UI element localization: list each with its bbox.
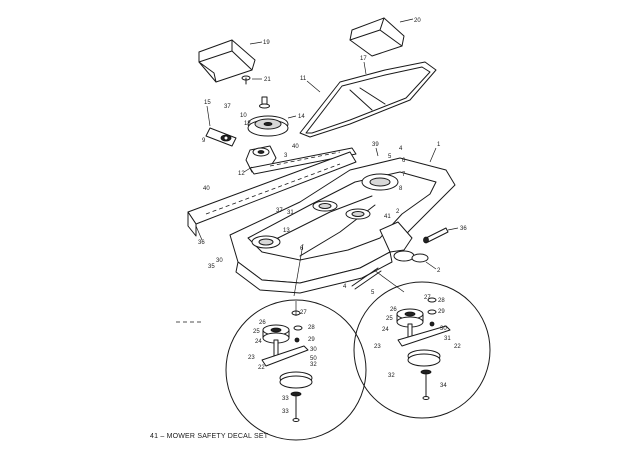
callout-r31: 31 [444,336,451,342]
callout-40: 40 [292,144,299,150]
callout-41: 41 [384,214,391,220]
callout-5: 5 [388,154,392,160]
callout-19: 19 [263,40,270,46]
pin-36 [423,227,449,244]
pulley-14 [247,115,289,137]
callout-l22: 22 [258,365,265,371]
callout-r29: 29 [438,309,445,315]
belt-11 [299,61,437,138]
callout-l28: 28 [308,325,315,331]
callout-39: 39 [372,142,379,148]
shield-bar-upper-40 [249,147,357,175]
callout-r30: 30 [440,326,447,332]
shield-20 [349,17,405,57]
callout-4b: 4 [343,284,347,290]
callout-30: 30 [216,258,223,264]
callout-l30: 30 [310,347,317,353]
callout-l24: 24 [255,339,262,345]
callout-36: 36 [198,240,205,246]
callout-r27: 27 [424,295,431,301]
callout-9: 9 [202,138,206,144]
callout-21: 21 [264,77,271,83]
callout-2: 2 [396,209,400,215]
callout-1: 1 [437,142,441,148]
idler-arm-16 [205,127,237,147]
callout-3: 3 [284,153,288,159]
shield-bar-lower-40 [187,151,357,237]
callout-l29: 29 [308,337,315,343]
mower-deck-1 [229,157,456,294]
callout-11: 11 [300,76,307,82]
shield-19 [198,39,256,83]
callout-l33a: 33 [282,396,289,402]
callout-8: 8 [399,186,403,192]
detail-circle-left [225,299,367,441]
callout-5b: 5 [371,290,375,296]
callout-20: 20 [414,18,421,24]
callout-37: 37 [224,104,231,110]
callout-r26: 26 [390,307,397,313]
idler-bolt-10 [259,96,270,109]
callout-l25: 25 [253,329,260,335]
callout-4: 4 [399,146,403,152]
callout-2b: 2 [437,268,441,274]
callout-r24: 24 [382,327,389,333]
callout-36b: 36 [460,226,467,232]
callout-35: 35 [208,264,215,270]
callout-37b: 37 [276,208,283,214]
detail-circle-right [353,281,491,419]
callout-14: 14 [298,114,305,120]
callout-r34: 34 [440,383,447,389]
footnote-decal-set: 41 – MOWER SAFETY DECAL SET [150,433,269,440]
callout-15: 15 [204,100,211,106]
callout-l27: 27 [300,310,307,316]
callout-13: 13 [244,121,251,127]
callout-r23: 23 [374,344,381,350]
callout-6: 6 [402,158,406,164]
callout-l32: 32 [310,362,317,368]
rod-4 [351,267,382,290]
callout-7: 7 [402,172,406,178]
callout-r22: 22 [454,344,461,350]
callout-10: 10 [240,113,247,119]
callout-l33: 33 [282,409,289,415]
callout-l23: 23 [248,355,255,361]
callout-12: 12 [238,171,245,177]
callout-31: 31 [287,210,294,216]
callout-13b: 13 [283,228,290,234]
callout-40b: 40 [203,186,210,192]
callout-l26: 26 [259,320,266,326]
callout-l50: 50 [310,356,317,362]
callout-17: 17 [360,56,367,62]
callout-r32: 32 [388,373,395,379]
callout-r28: 28 [438,298,445,304]
bolt-21 [241,75,251,85]
callout-r25: 25 [386,316,393,322]
